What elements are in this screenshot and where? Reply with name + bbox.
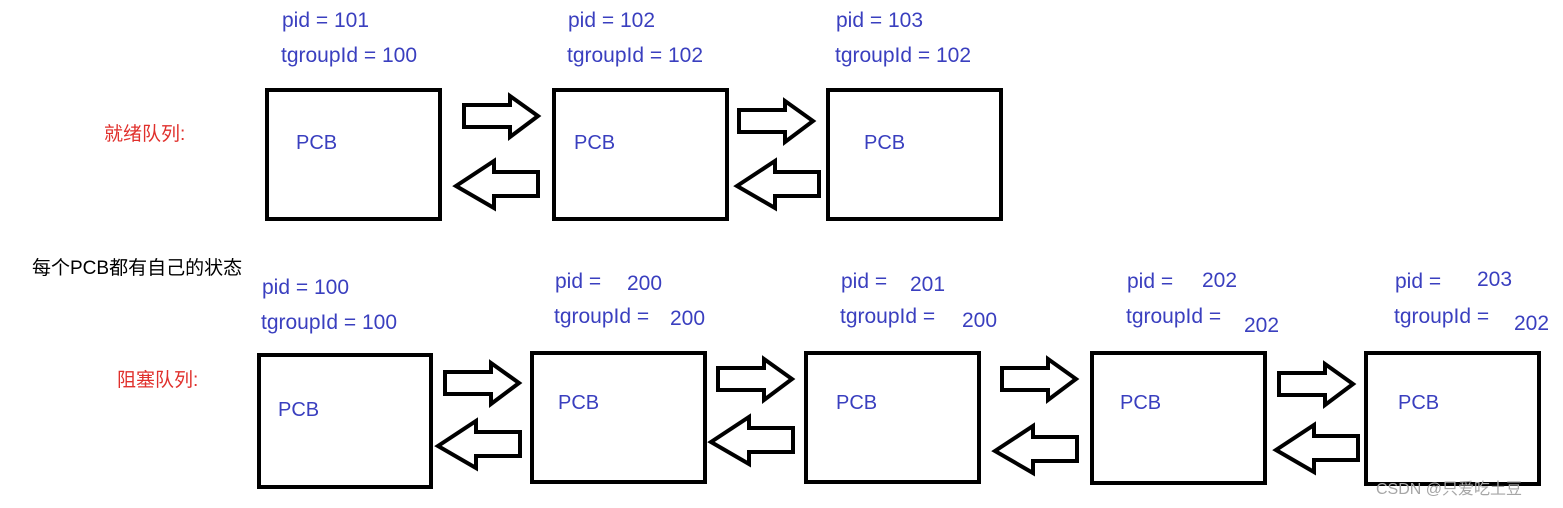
ready-node-2-pid: pid = 102	[568, 9, 655, 32]
blocked-node-1-pcb-label: PCB	[278, 399, 320, 421]
csdn-watermark: CSDN @只爱吃土豆	[1376, 481, 1523, 498]
blocked-node-3-tgroupid-prefix: tgroupId =	[840, 305, 936, 328]
ready-queue-label: 就绪队列:	[104, 124, 186, 145]
blocked-node-4-tgroupid-prefix: tgroupId =	[1126, 305, 1222, 328]
blocked-node-4-pid-value: 202	[1202, 269, 1238, 292]
ready-node-3-pcb-box: PCB	[826, 88, 1003, 221]
hollow-arrow-right-icon	[737, 97, 817, 146]
blocked-node-4-pcb-box: PCB	[1090, 351, 1267, 485]
blocked-node-2-pid-prefix: pid =	[555, 270, 602, 293]
blocked-node-5-tgroupid-value: 202	[1514, 312, 1550, 335]
ready-node-2-pcb-label: PCB	[574, 132, 616, 154]
ready-node-1-tgroupid: tgroupId = 100	[281, 44, 418, 67]
blocked-node-2-pcb-label: PCB	[558, 392, 600, 414]
blocked-node-1-pid: pid = 100	[262, 276, 349, 299]
hollow-arrow-left-icon	[707, 413, 795, 468]
blocked-node-3-pcb-box: PCB	[804, 351, 981, 484]
hollow-arrow-right-icon	[1000, 355, 1080, 404]
hollow-arrow-left-icon	[991, 422, 1079, 477]
blocked-node-4-pcb-label: PCB	[1120, 392, 1162, 414]
ready-node-3-pid: pid = 103	[836, 9, 923, 32]
blocked-node-2-tgroupid-value: 200	[670, 307, 706, 330]
blocked-node-3-pcb-label: PCB	[836, 392, 878, 414]
ready-node-3-pcb-label: PCB	[864, 132, 906, 154]
hollow-arrow-left-icon	[434, 417, 522, 472]
blocked-node-2-tgroupid-prefix: tgroupId =	[554, 305, 650, 328]
blocked-node-5-tgroupid-prefix: tgroupId =	[1394, 305, 1490, 328]
blocked-node-1-tgroupid: tgroupId = 100	[261, 311, 398, 334]
hollow-arrow-right-icon	[716, 355, 796, 404]
ready-node-1-pcb-label: PCB	[296, 132, 338, 154]
pcb-state-note: 每个PCB都有自己的状态	[32, 258, 243, 279]
ready-node-2-pcb-box: PCB	[552, 88, 729, 221]
blocked-node-1-pcb-box: PCB	[257, 353, 433, 489]
blocked-node-2-pid-value: 200	[627, 272, 663, 295]
blocked-node-3-pid-value: 201	[910, 273, 946, 296]
blocked-node-2-pcb-box: PCB	[530, 351, 707, 484]
blocked-node-3-pid-prefix: pid =	[841, 270, 888, 293]
hollow-arrow-left-icon	[733, 157, 821, 212]
hollow-arrow-right-icon	[462, 92, 542, 141]
blocked-node-3-tgroupid-value: 200	[962, 309, 998, 332]
hollow-arrow-left-icon	[1272, 421, 1360, 476]
ready-node-1-pcb-box: PCB	[265, 88, 442, 221]
hollow-arrow-left-icon	[452, 157, 540, 212]
blocked-node-5-pcb-box: PCB	[1364, 351, 1541, 486]
blocked-node-5-pid-value: 203	[1477, 268, 1513, 291]
hollow-arrow-right-icon	[443, 359, 523, 408]
ready-node-3-tgroupid: tgroupId = 102	[835, 44, 972, 67]
blocked-queue-label: 阻塞队列:	[117, 370, 199, 391]
blocked-node-4-tgroupid-value: 202	[1244, 314, 1280, 337]
blocked-node-5-pcb-label: PCB	[1398, 392, 1440, 414]
blocked-node-5-pid-prefix: pid =	[1395, 270, 1442, 293]
blocked-node-4-pid-prefix: pid =	[1127, 270, 1174, 293]
hollow-arrow-right-icon	[1277, 360, 1357, 409]
ready-node-2-tgroupid: tgroupId = 102	[567, 44, 704, 67]
ready-node-1-pid: pid = 101	[282, 9, 369, 32]
